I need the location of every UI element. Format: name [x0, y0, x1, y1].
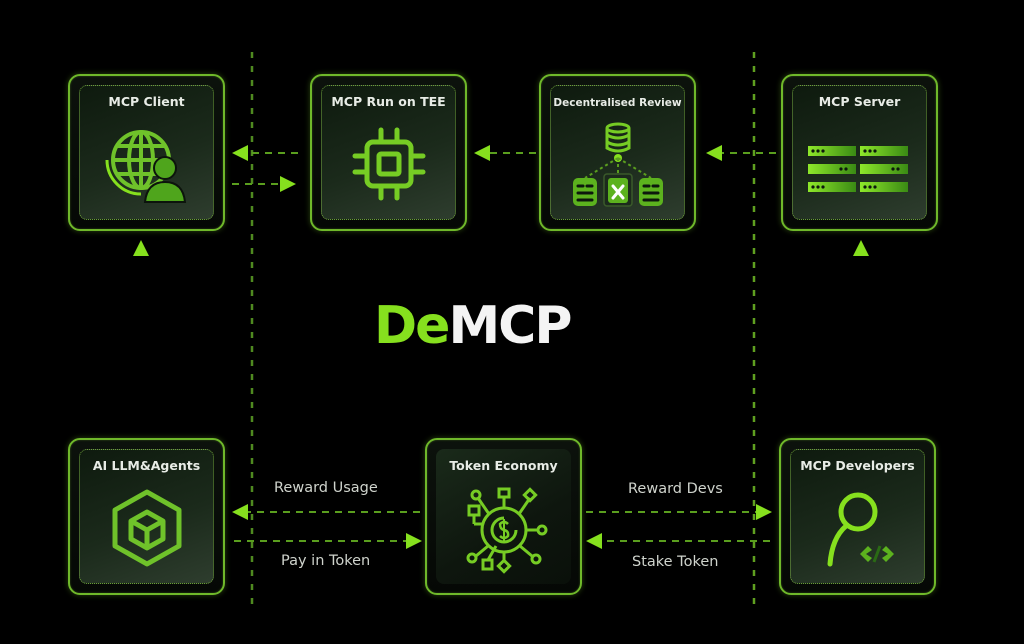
dollar-network-icon [466, 487, 547, 574]
demcp-logo: DeMCP [374, 296, 572, 356]
arrowhead-icon [280, 176, 296, 192]
label-stake-token: Stake Token [632, 554, 719, 570]
arrowhead-icon [853, 240, 869, 256]
globe-user-icon [105, 130, 186, 203]
arrowhead-icon [406, 533, 422, 549]
developer-code-icon [827, 492, 894, 567]
server-rack-icon [807, 146, 908, 192]
node-title: Decentralised Review [553, 97, 682, 109]
label-reward-usage: Reward Usage [274, 480, 378, 496]
arrowhead-icon [232, 504, 248, 520]
node-title: MCP Client [108, 94, 185, 109]
arrowhead-icon [756, 504, 772, 520]
cpu-chip-icon [352, 127, 425, 201]
node-title: AI LLM&Agents [92, 458, 201, 473]
cube-icon [112, 489, 181, 567]
node-title: Token Economy [449, 458, 558, 473]
arrowhead-icon [133, 240, 149, 256]
database-review-icon [572, 122, 663, 207]
node-token-economy[interactable]: Token Economy [425, 438, 582, 595]
label-reward-devs: Reward Devs [628, 481, 723, 497]
node-mcp-developers[interactable]: MCP Developers [779, 438, 936, 595]
label-pay-in-token: Pay in Token [281, 553, 371, 569]
logo-prefix: De [374, 296, 450, 356]
node-ai-llm-agents[interactable]: AI LLM&Agents [68, 438, 225, 595]
node-mcp-run-on-tee[interactable]: MCP Run on TEE [310, 74, 467, 231]
arrowhead-icon [706, 145, 722, 161]
arrowhead-icon [474, 145, 490, 161]
node-mcp-server[interactable]: MCP Server [781, 74, 938, 231]
node-mcp-client[interactable]: MCP Client [68, 74, 225, 231]
tee-boundary-frame [250, 43, 756, 617]
node-decentralised-review[interactable]: Decentralised Review [539, 74, 696, 231]
node-title: MCP Run on TEE [331, 94, 446, 109]
logo-suffix: MCP [448, 296, 572, 356]
arrowhead-icon [232, 145, 248, 161]
arrowhead-icon [586, 533, 602, 549]
node-title: MCP Developers [800, 458, 915, 473]
node-title: MCP Server [818, 94, 901, 109]
